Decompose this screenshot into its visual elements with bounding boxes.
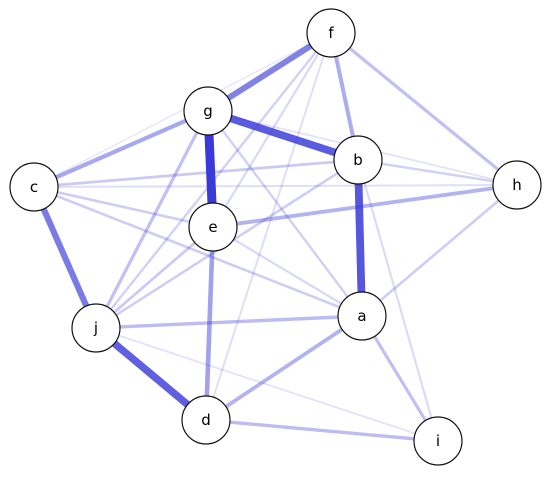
node-circle [306, 8, 356, 58]
edge-j-i [95, 327, 439, 442]
node-h: h [492, 160, 542, 210]
node-circle [188, 202, 238, 252]
node-a: a [337, 291, 387, 341]
edge-e-d [203, 226, 216, 421]
edge-j-a [95, 314, 363, 330]
node-d: d [181, 395, 231, 445]
edge-a-d [204, 314, 364, 422]
node-f: f [306, 8, 356, 58]
edge-b-h [357, 158, 518, 187]
node-label: e [208, 218, 217, 236]
node-circle [183, 86, 233, 136]
node-label: c [30, 178, 38, 196]
node-circle [9, 162, 59, 212]
edge-g-j [94, 110, 210, 329]
edge-b-i [356, 159, 440, 442]
node-g: g [183, 86, 233, 136]
edge-f-e [212, 32, 332, 228]
edge-c-e [33, 185, 214, 229]
edge-f-d [205, 32, 332, 421]
edge-e-a [212, 226, 363, 317]
node-c: c [9, 162, 59, 212]
edge-h-a [361, 184, 518, 317]
edge-b-a [354, 159, 366, 317]
node-circle [492, 160, 542, 210]
edge-g-a [207, 110, 363, 317]
node-i: i [413, 416, 463, 466]
edge-c-f [33, 32, 332, 188]
node-circle [181, 395, 231, 445]
node-label: d [201, 411, 211, 429]
node-circle [337, 291, 387, 341]
node-label: a [357, 307, 366, 325]
node-circle [333, 135, 383, 185]
edge-c-h [33, 184, 518, 188]
node-b: b [333, 135, 383, 185]
edge-d-i [205, 418, 439, 443]
edge-c-b [33, 158, 359, 189]
node-circle [71, 303, 121, 353]
node-layer: f g b c h e a j d i [9, 8, 542, 466]
edge-g-b [206, 107, 360, 164]
node-label: b [353, 151, 363, 169]
node-label: f [328, 24, 334, 42]
edge-c-g [33, 109, 209, 189]
edge-f-j [95, 32, 332, 329]
edge-c-a [33, 185, 363, 318]
node-j: j [71, 303, 121, 353]
node-label: i [436, 432, 440, 450]
node-label: j [93, 319, 98, 337]
edge-c-j [31, 185, 99, 330]
edge-f-h [329, 31, 519, 187]
node-e: e [188, 202, 238, 252]
edge-j-e [95, 225, 214, 330]
edge-layer [31, 30, 519, 443]
node-circle [413, 416, 463, 466]
node-label: g [203, 102, 213, 120]
node-label: h [512, 176, 522, 194]
edge-e-h [212, 183, 518, 229]
